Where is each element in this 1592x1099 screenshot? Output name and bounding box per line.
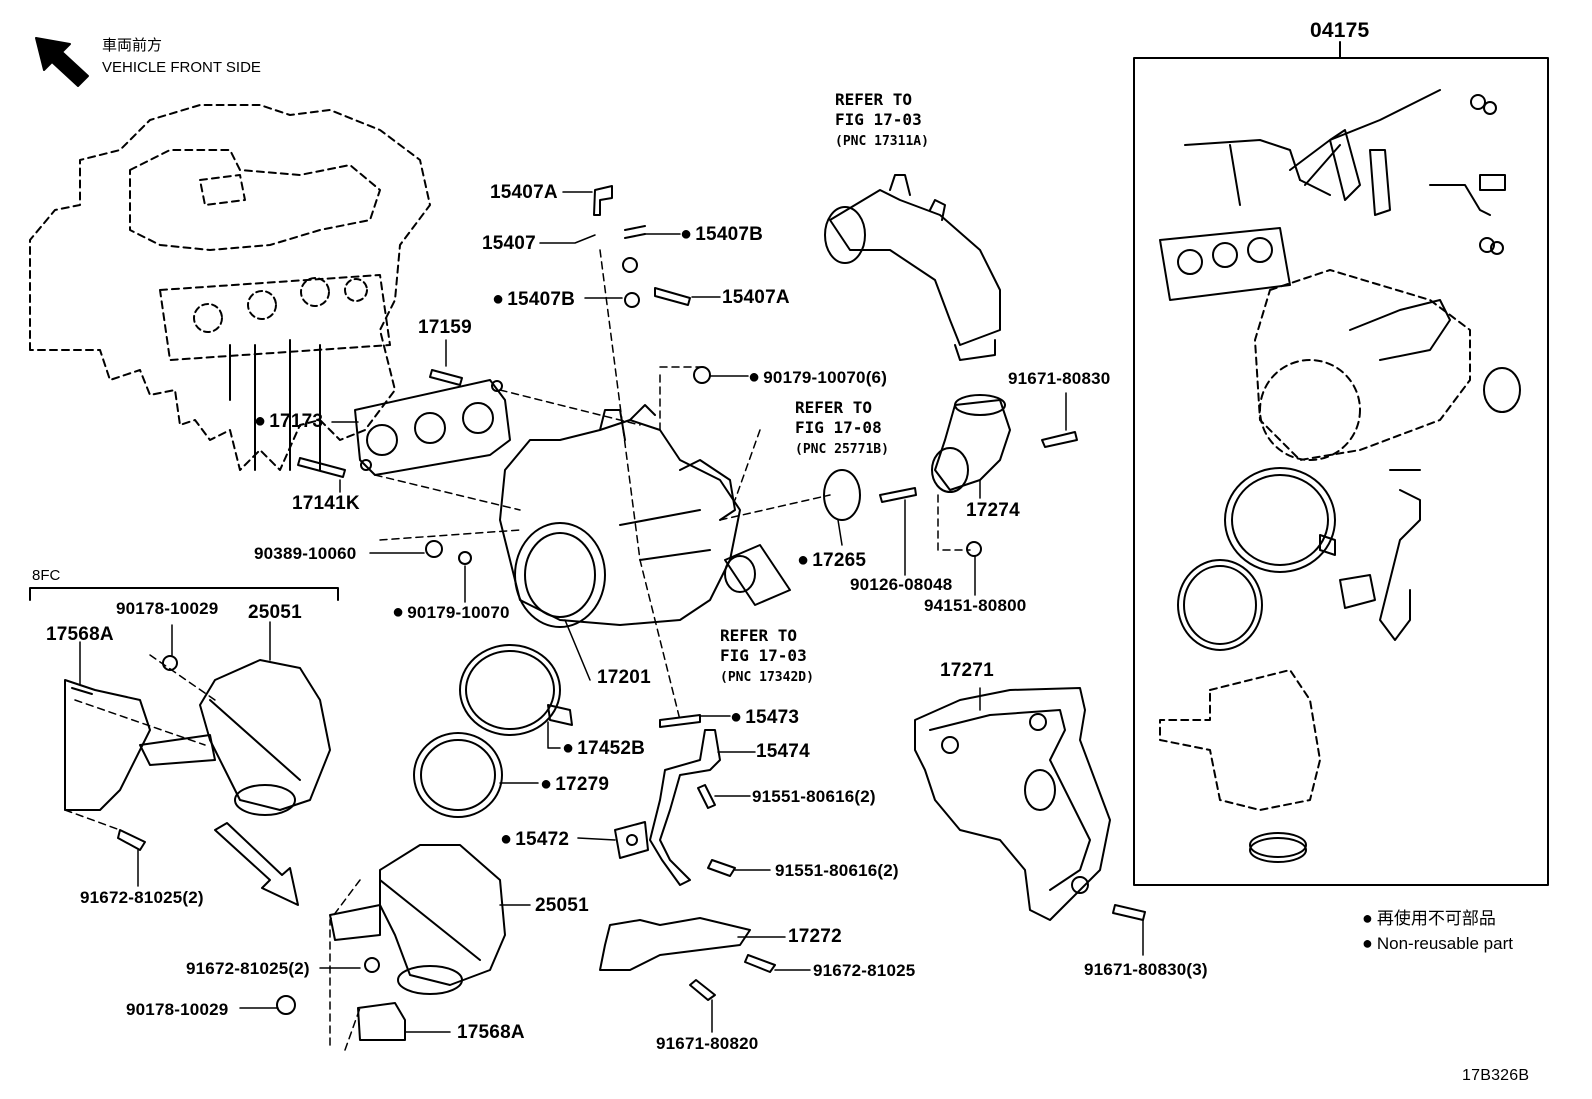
part-label[interactable]: 90178-10029 [116,599,219,618]
part-label[interactable]: 17159 [418,317,472,338]
part-label[interactable]: 17274 [966,500,1020,521]
part-label-non-reusable[interactable]: 90179-10070 [392,602,510,622]
arrow-up-left-icon [35,37,89,87]
refer-low-line3: (PNC 17342D) [720,670,814,685]
alignment-lines [64,249,971,1051]
turbocharger-17201 [499,404,741,628]
part-label[interactable]: 15407A [490,182,558,203]
orientation-en: VEHICLE FRONT SIDE [102,59,261,76]
legend-row-en: ●Non-reusable part [1362,931,1513,956]
refer-low-line1: REFER TO [720,626,798,645]
part-label[interactable]: 91551-80616(2) [752,787,876,806]
refer-block-top: REFER TO FIG 17-03 (PNC 17311A) [835,90,929,152]
clamp-17452B [459,644,573,736]
part-label[interactable]: 91672-81025 [813,961,916,980]
part-label-non-reusable[interactable]: 17279 [540,774,609,794]
part-label-non-reusable[interactable]: 17265 [797,550,866,570]
stud-17141K [297,457,346,478]
figure-code: 17B326B [1462,1067,1530,1084]
part-label[interactable]: 17201 [597,667,651,688]
part-label-non-reusable[interactable]: 17452B [562,738,645,758]
pipe-17265-ref [724,544,791,606]
part-label[interactable]: 94151-80800 [924,596,1027,615]
refer-top-line3: (PNC 17311A) [835,134,929,149]
bracket-17272 [599,917,751,971]
gasket-15473 [659,714,701,728]
refer-top-line1: REFER TO [835,90,913,109]
part-label[interactable]: 91551-80616(2) [775,861,899,880]
kit-label: 04175 [1310,19,1370,42]
orientation-jp: 車両前方 [102,37,163,54]
oil-pipe-15474 [649,729,721,886]
part-label[interactable]: 15407A [722,287,790,308]
part-label[interactable]: 91671-80830 [1008,369,1111,388]
part-label[interactable]: 17272 [788,926,842,947]
engine-mount-lines [229,339,321,471]
part-label-non-reusable[interactable]: 90179-10070(6) [748,367,887,387]
engine-exhaust-ports [193,277,368,333]
part-label[interactable]: 15407 [482,233,536,254]
heat-insulator-17271 [914,687,1111,921]
engine-block-outline [29,104,431,471]
legend-en: Non-reusable part [1376,934,1513,953]
refer-mid-line1: REFER TO [795,398,873,417]
part-label[interactable]: 91671-80830(3) [1084,960,1208,979]
refer-low-line2: FIG 17-03 [720,646,807,665]
kit-contents [1159,89,1521,863]
part-label[interactable]: 17568A [46,624,114,645]
refer-mid-line2: FIG 17-08 [795,418,882,437]
part-label[interactable]: 90178-10029 [126,1000,229,1019]
part-label[interactable]: 91672-81025(2) [186,959,310,978]
stud-17159 [429,369,463,386]
filled-circle-icon: ● [1362,933,1373,953]
part-label-non-reusable[interactable]: 15473 [730,707,799,727]
bracket-17568A-lower [357,1002,406,1041]
part-label[interactable]: 15474 [756,741,810,762]
group-label: 8FC [32,567,61,584]
refer-top-line2: FIG 17-03 [835,110,922,129]
refer-block-low: REFER TO FIG 17-03 (PNC 17342D) [720,626,814,688]
catalytic-converter-25051-lower [329,844,506,995]
elbow-pipe-17274 [931,394,1011,493]
part-label[interactable]: 17141K [292,493,360,514]
part-label[interactable]: 91671-80820 [656,1034,759,1053]
refer-mid-line3: (PNC 25771B) [795,442,889,457]
part-label[interactable]: 91672-81025(2) [80,888,204,907]
group-bracket-8FC [29,587,339,601]
clamp-17265 [823,469,861,521]
part-label-non-reusable[interactable]: 15407B [492,289,575,309]
leader-lines [79,191,1144,1033]
part-label[interactable]: 17271 [940,660,994,681]
part-label[interactable]: 90389-10060 [254,544,357,563]
direction-arrow-icon [214,822,299,906]
legend: ●再使用不可部品 ●Non-reusable part [1362,906,1513,956]
part-label[interactable]: 17568A [457,1022,525,1043]
part-label-non-reusable[interactable]: 15407B [680,224,763,244]
gasket-15472 [614,821,649,859]
gasket-17279 [413,732,503,818]
gasket-17173 [354,379,511,476]
part-label-non-reusable[interactable]: 15472 [500,829,569,849]
intake-pipe-ref [824,174,1001,361]
legend-row-jp: ●再使用不可部品 [1362,906,1513,931]
catalytic-converter-25051-upper [199,659,331,816]
part-label[interactable]: 25051 [535,895,589,916]
part-label-non-reusable[interactable]: 17173 [254,411,323,431]
filled-circle-icon: ● [1362,908,1373,928]
refer-block-mid: REFER TO FIG 17-08 (PNC 25771B) [795,398,889,460]
part-label[interactable]: 25051 [248,602,302,623]
legend-jp: 再使用不可部品 [1376,909,1496,928]
bracket-17568A-upper [64,679,216,811]
part-label[interactable]: 90126-08048 [850,575,953,594]
fasteners [71,185,1146,1015]
